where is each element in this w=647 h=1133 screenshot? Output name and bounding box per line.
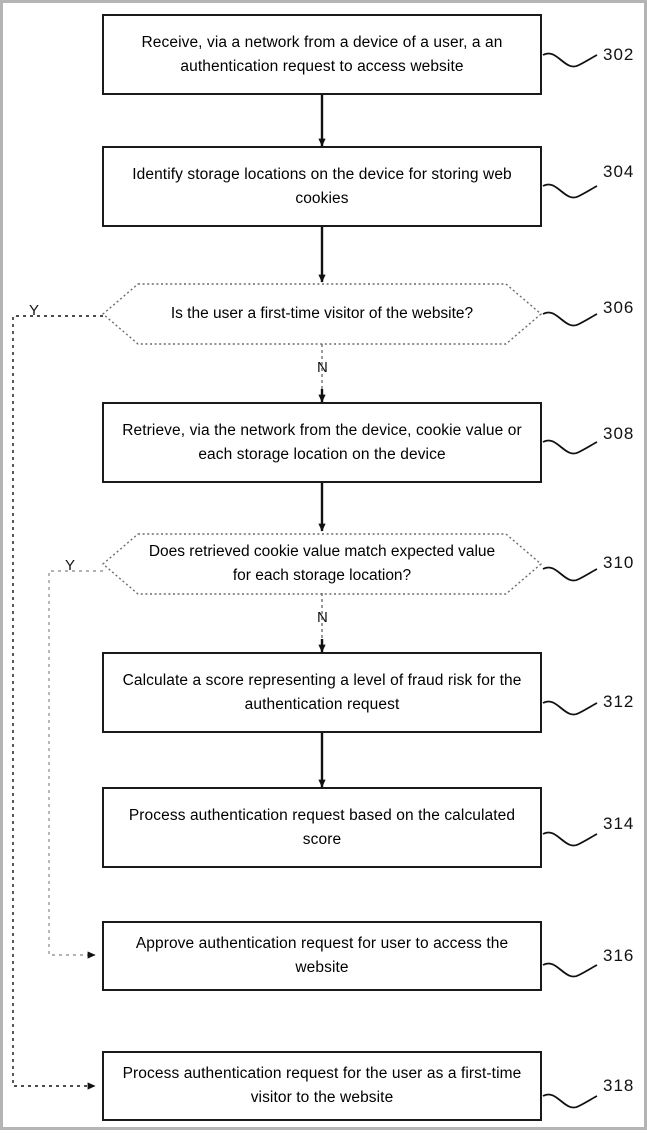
node-318-text: Process authentication request for the u… — [122, 1065, 522, 1106]
node-302-text: Receive, via a network from a device of … — [141, 33, 503, 75]
edge-310-316-yes — [48, 570, 103, 959]
leader-306 — [542, 311, 598, 327]
decision-node-310[interactable]: Does retrieved cookie value match expect… — [102, 534, 542, 594]
decision-node-306[interactable]: Is the user a first-time visitor of the … — [102, 284, 542, 344]
leader-302 — [542, 52, 598, 68]
process-node-304[interactable]: Identify storage locations on the device… — [102, 146, 542, 227]
ref-numeral-312: 312 — [603, 692, 635, 711]
ref-numeral-306: 306 — [603, 298, 635, 317]
branch-label-310-no: N — [317, 609, 328, 626]
leader-312 — [542, 700, 598, 716]
leader-318 — [542, 1093, 598, 1109]
node-304-text: Identify storage locations on the device… — [132, 165, 512, 207]
ref-numeral-310: 310 — [603, 553, 635, 572]
ref-numeral-318: 318 — [603, 1076, 635, 1095]
ref-numeral-302: 302 — [603, 45, 635, 64]
ref-numeral-316: 316 — [603, 946, 635, 965]
leader-304 — [542, 183, 598, 199]
branch-label-310-yes: Y — [65, 557, 76, 574]
ref-numeral-308: 308 — [603, 424, 635, 443]
process-node-316[interactable]: Approve authentication request for user … — [102, 921, 542, 991]
edge-306-318-yes — [12, 315, 103, 1090]
leader-316 — [542, 962, 598, 978]
node-310-text: Does retrieved cookie value match expect… — [148, 543, 496, 584]
process-node-308[interactable]: Retrieve, via the network from the devic… — [102, 402, 542, 483]
process-node-318[interactable]: Process authentication request for the u… — [102, 1051, 542, 1121]
branch-label-306-yes: Y — [29, 302, 40, 319]
process-node-302[interactable]: Receive, via a network from a device of … — [102, 14, 542, 95]
branch-label-306-no: N — [317, 359, 328, 376]
flowchart-canvas: Receive, via a network from a device of … — [3, 3, 644, 1127]
leader-308 — [542, 439, 598, 455]
node-306-text: Is the user a first-time visitor of the … — [170, 305, 474, 322]
node-312-text: Calculate a score representing a level o… — [122, 671, 522, 713]
leader-314 — [542, 831, 598, 847]
ref-numeral-314: 314 — [603, 814, 635, 833]
ref-numeral-304: 304 — [603, 162, 635, 181]
node-308-text: Retrieve, via the network from the devic… — [122, 421, 522, 463]
node-314-text: Process authentication request based on … — [128, 806, 516, 848]
process-node-314[interactable]: Process authentication request based on … — [102, 787, 542, 868]
node-316-text: Approve authentication request for user … — [135, 935, 509, 976]
process-node-312[interactable]: Calculate a score representing a level o… — [102, 652, 542, 733]
leader-310 — [542, 566, 598, 582]
